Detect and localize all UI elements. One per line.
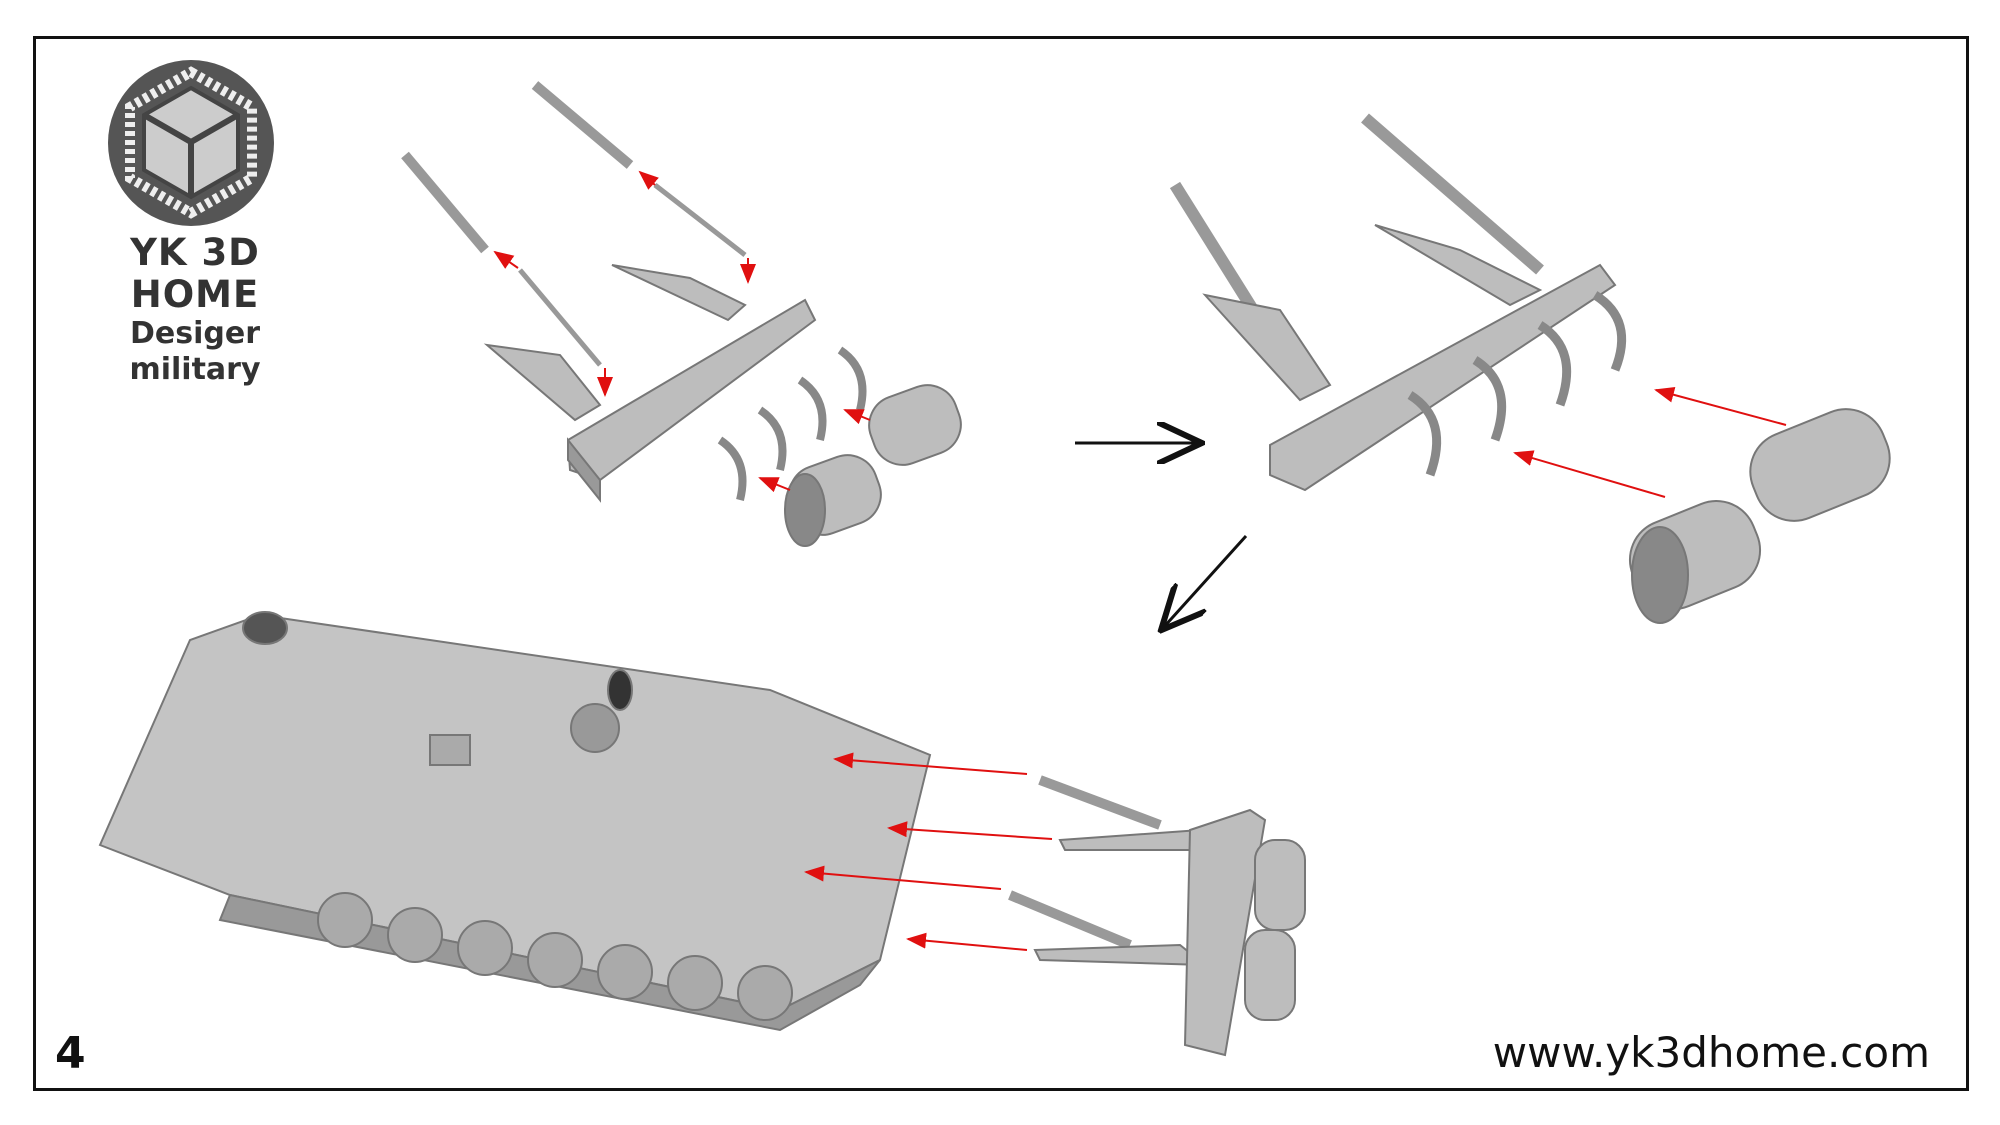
website-link[interactable]: www.yk3dhome.com bbox=[1492, 1028, 1930, 1077]
part-arrows-top-right bbox=[1513, 386, 1787, 498]
install-arrow bbox=[1163, 534, 1248, 628]
brand-name: YK 3D HOME bbox=[130, 231, 260, 316]
step-number: 4 bbox=[55, 1028, 86, 1079]
page-frame bbox=[33, 36, 1969, 1091]
part-arrows-top-left bbox=[493, 170, 871, 493]
part-arrows-bottom bbox=[804, 752, 1053, 951]
brand-logo bbox=[108, 60, 274, 226]
brand-block: YK 3D HOME Desiger military bbox=[60, 232, 330, 388]
assembled-mine-plow bbox=[1169, 113, 1891, 624]
dozer-blade-attachment bbox=[1008, 775, 1306, 1057]
exploded-mine-plow bbox=[401, 81, 962, 547]
tank-hull bbox=[98, 611, 932, 1032]
brand-tagline: Desiger military bbox=[129, 316, 261, 387]
